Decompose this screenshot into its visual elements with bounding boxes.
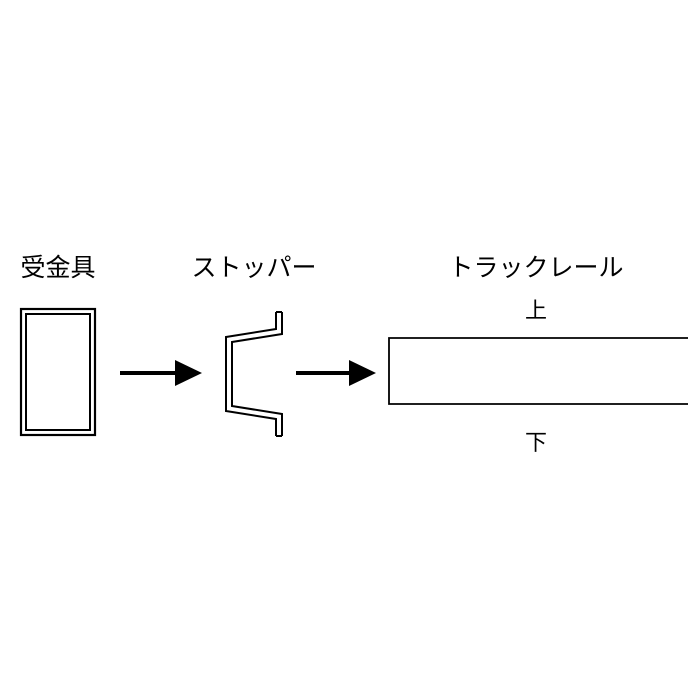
stopper-profile [225,311,283,437]
track-rail-body [388,337,688,405]
receiver-label: 受金具 [20,253,95,282]
receiver-bracket-inner [25,313,91,431]
track-rail [388,337,688,405]
arrow-stopper-to-rail [296,360,376,386]
stopper-outer-line [225,312,277,436]
top-label: 上 [525,299,547,324]
track-rail-label: トラックレール [448,253,623,282]
arrow-receiver-to-stopper [120,360,202,386]
receiver-bracket [19,307,97,437]
stopper-inner-line [231,312,283,436]
stopper-label: ストッパー [191,253,316,282]
bottom-label: 下 [525,431,547,456]
receiver-bracket-outer [19,307,97,437]
